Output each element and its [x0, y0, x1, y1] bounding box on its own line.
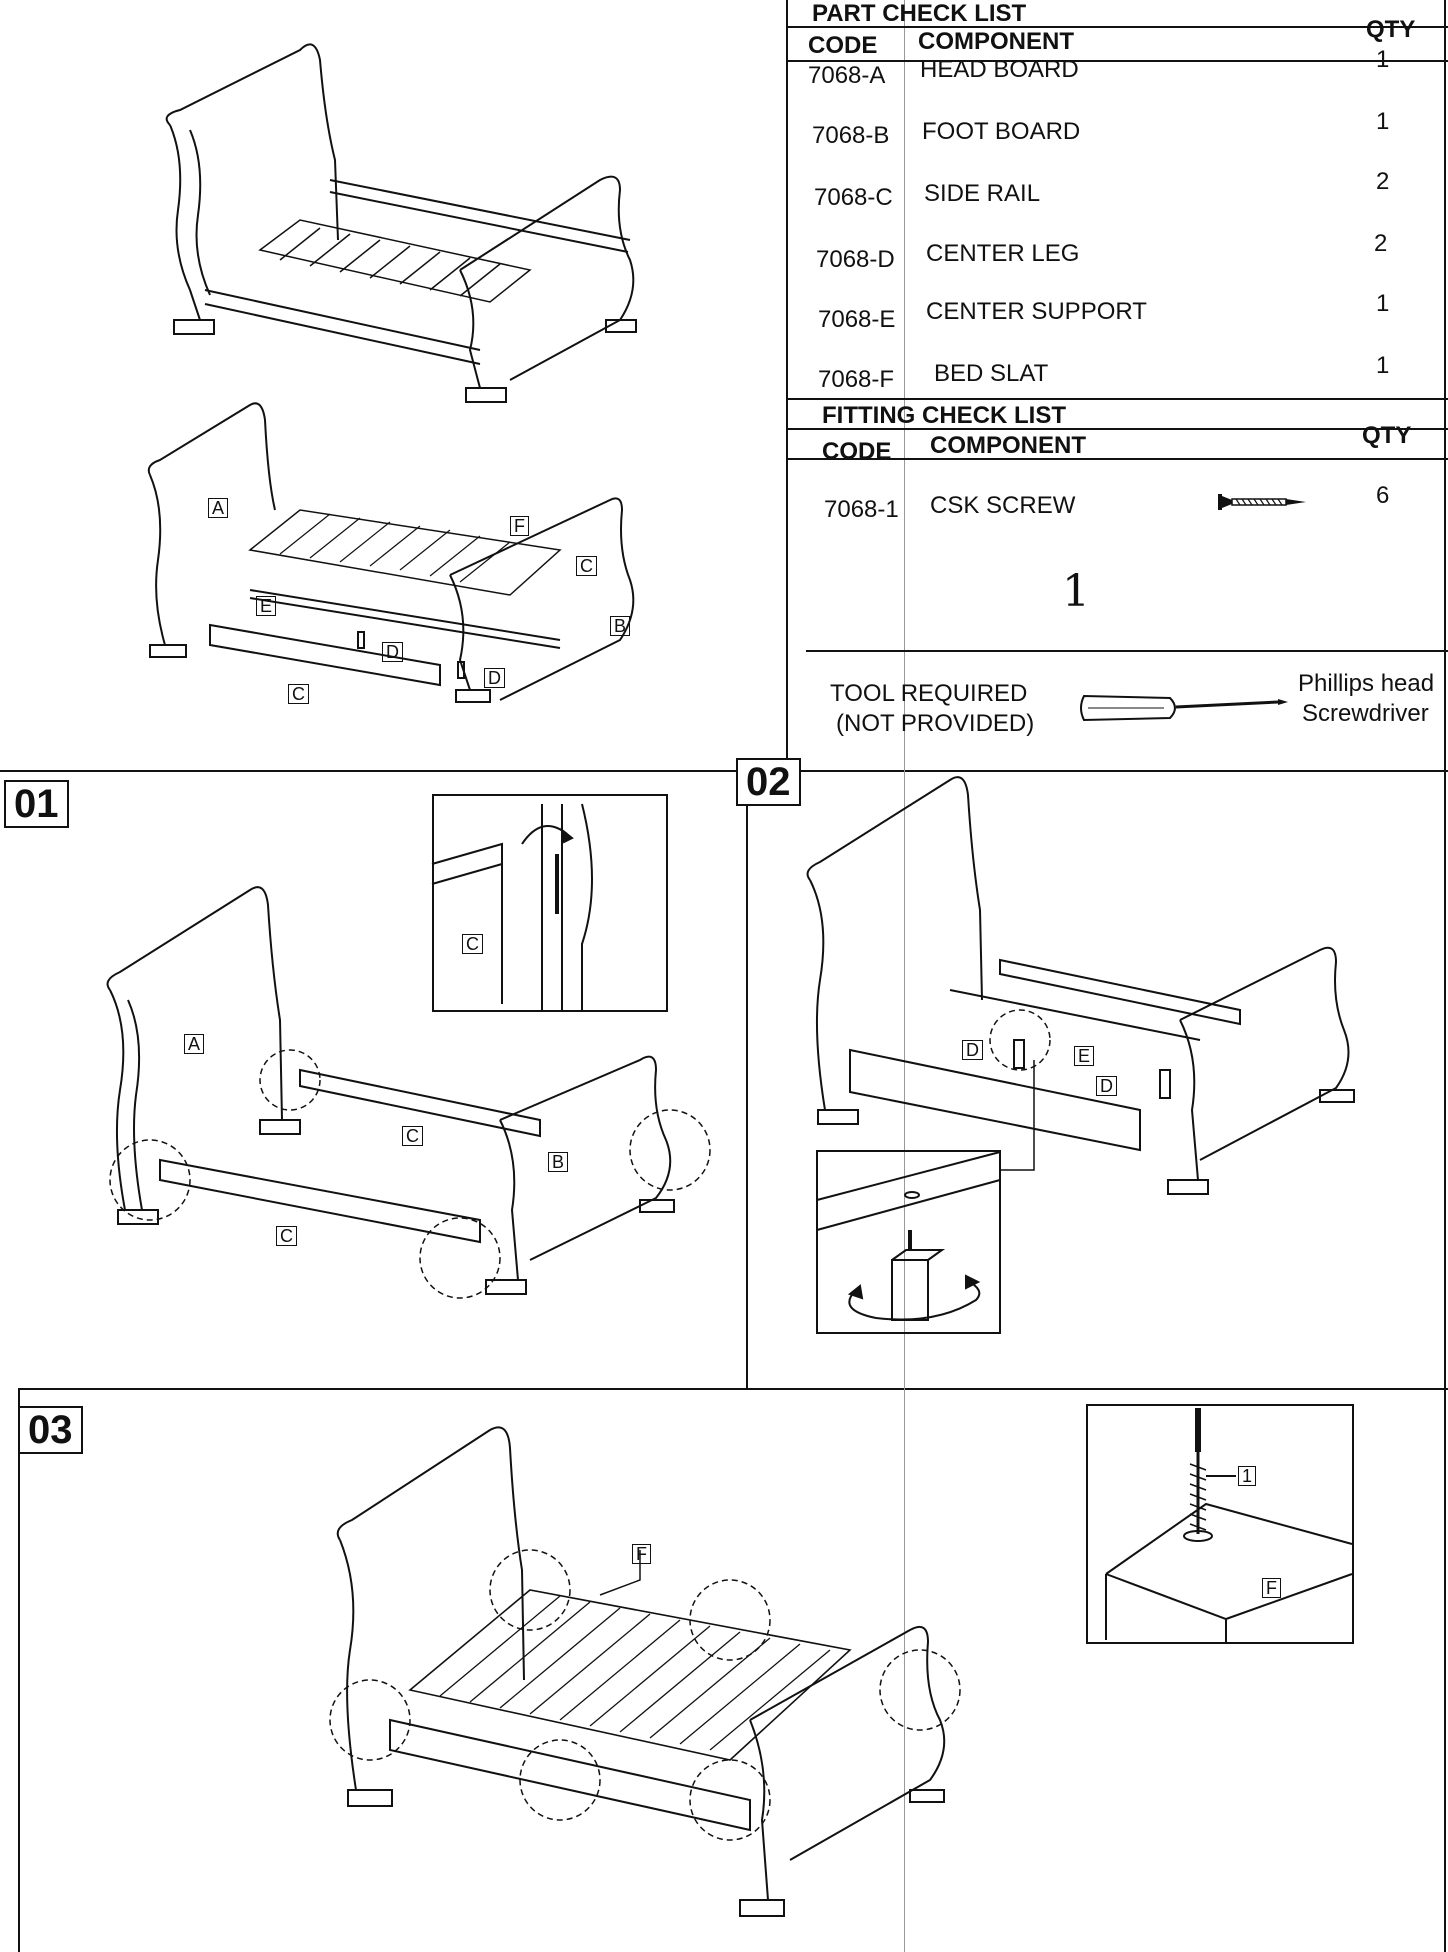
part-code: 7068-F: [818, 366, 895, 393]
part-qty: 1: [1376, 290, 1390, 317]
part-list-title-rule: [786, 26, 1448, 28]
fitting-qty: 6: [1376, 482, 1390, 509]
part-header-rule: [786, 60, 1448, 62]
fitting-header-rule: [786, 458, 1448, 460]
step-03-illustration: [329, 1426, 961, 1917]
step-01-illustration: [106, 886, 711, 1299]
part-component: CENTER SUPPORT: [926, 298, 1147, 325]
part-qty: 1: [1376, 352, 1390, 379]
label-1-step3-detail: 1: [1238, 1466, 1257, 1486]
label-e-overview: E: [256, 596, 277, 616]
part-component: SIDE RAIL: [924, 180, 1041, 207]
step-01-badge: 01: [4, 780, 69, 828]
divider-top-vertical: [786, 0, 788, 770]
label-d-overview: D: [382, 642, 403, 662]
part-qty: 2: [1376, 168, 1390, 195]
frame-left-edge: [18, 1388, 20, 1952]
step-02-callout-line: [1000, 1060, 1035, 1171]
fitting-list-title: FITTING CHECK LIST: [822, 402, 1066, 429]
fitting-qty-header: QTY: [1362, 422, 1412, 449]
part-component: FOOT BOARD: [922, 118, 1081, 145]
fitting-code: 7068-1: [824, 496, 899, 523]
label-c-step1-back: C: [402, 1126, 423, 1146]
tool-required-line1: TOOL REQUIRED: [830, 680, 1028, 707]
step-02-illustration: [806, 776, 1355, 1195]
fitting-list-top-rule: [786, 398, 1448, 400]
tool-section-rule: [806, 650, 1448, 652]
part-qty: 1: [1376, 108, 1390, 135]
part-code: 7068-C: [814, 184, 893, 211]
part-code: 7068-A: [808, 62, 886, 89]
label-d-overview-2: D: [484, 668, 505, 688]
label-a-overview: A: [208, 498, 229, 518]
part-component: BED SLAT: [934, 360, 1049, 387]
assembled-bed-illustration: [165, 43, 637, 403]
exploded-bed-illustration: [147, 402, 635, 703]
label-c-step1-detail: C: [462, 934, 483, 954]
label-c-overview-back: C: [576, 556, 597, 576]
label-b-step1: B: [548, 1152, 569, 1172]
label-a-step1: A: [184, 1034, 205, 1054]
step-03-badge: 03: [18, 1406, 83, 1454]
step-02-detail-box: [816, 1150, 1001, 1334]
fitting-list-title-rule: [786, 428, 1448, 430]
part-component: HEAD BOARD: [920, 56, 1079, 83]
label-f-step3: F: [632, 1544, 651, 1564]
label-b-overview: B: [610, 616, 631, 636]
part-qty: 1: [1376, 46, 1390, 73]
part-component-header: COMPONENT: [918, 28, 1074, 55]
step-03-detail-box: [1086, 1404, 1354, 1644]
handwritten-note: 1: [1062, 566, 1090, 617]
label-f-step3-detail: F: [1262, 1578, 1281, 1598]
tool-required-line2: (NOT PROVIDED): [836, 710, 1035, 737]
part-qty: 2: [1374, 230, 1388, 257]
part-code: 7068-B: [812, 122, 890, 149]
label-c-step1-front: C: [276, 1226, 297, 1246]
label-d-step2-right: D: [1096, 1076, 1117, 1096]
part-qty-header: QTY: [1366, 16, 1416, 43]
label-f-overview: F: [510, 516, 529, 536]
part-component: CENTER LEG: [926, 240, 1080, 267]
screwdriver-icon: [1080, 694, 1288, 722]
divider-steps-top: [0, 770, 1448, 772]
part-list-title: PART CHECK LIST: [812, 0, 1027, 27]
fitting-code-header: CODE: [822, 438, 892, 465]
label-c-overview-front: C: [288, 684, 309, 704]
fitting-component: CSK SCREW: [930, 492, 1076, 519]
screw-icon: [1218, 494, 1306, 510]
step-01-detail-box: [431, 794, 668, 1012]
fitting-component-header: COMPONENT: [930, 432, 1086, 459]
part-code: 7068-D: [816, 246, 895, 273]
fold-line: [904, 0, 905, 1952]
frame-right-edge: [1444, 0, 1446, 1952]
tool-name-line1: Phillips head: [1298, 670, 1435, 697]
part-code-header: CODE: [808, 32, 878, 59]
divider-steps-bottom: [18, 1388, 1448, 1390]
label-e-step2: E: [1074, 1046, 1095, 1066]
tool-name-line2: Screwdriver: [1302, 700, 1429, 727]
label-d-step2-left: D: [962, 1040, 983, 1060]
part-code: 7068-E: [818, 306, 896, 333]
step-02-badge: 02: [736, 758, 801, 806]
divider-steps-middle: [746, 770, 748, 1388]
